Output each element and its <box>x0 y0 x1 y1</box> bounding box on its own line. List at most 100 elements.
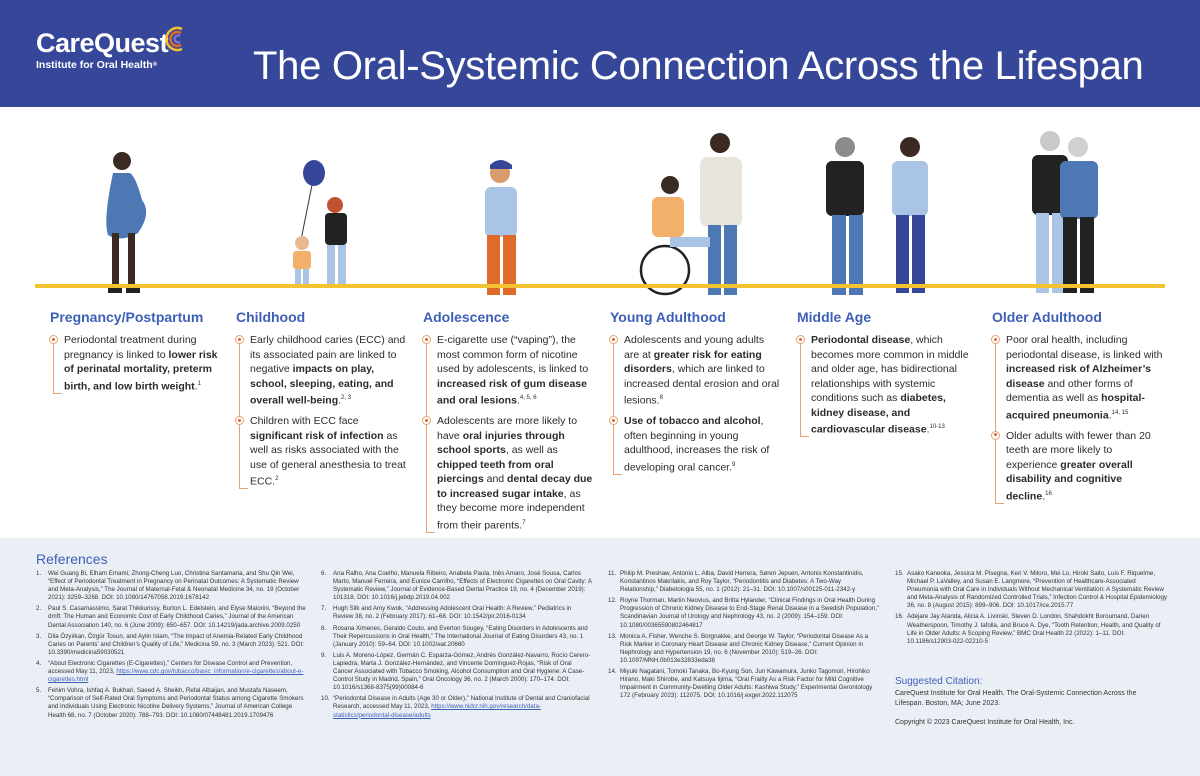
reference-item: 14.Miyuki Nagatani, Tomoki Tanaka, Bo-Ky… <box>608 668 880 700</box>
reference-text: Dila Özyılkan, Özgür Tosun, and Aylin Is… <box>48 632 304 656</box>
lifespan-illustration <box>106 131 1098 296</box>
reference-item: 7. Hugh Silk and Amy Kwok, “Addressing Ad… <box>321 605 593 621</box>
bold-text: greater overall disability and cognitive… <box>1006 458 1133 503</box>
reference-number: 7. <box>321 605 327 613</box>
stage-bullet: Use of tobacco and alcohol, often beginn… <box>609 414 782 475</box>
lifespan-timeline <box>35 284 1165 288</box>
bullet-text: Early childhood caries (ECC) and its ass… <box>250 334 406 375</box>
stage-bullet: Adolescents and young adults are at grea… <box>609 333 782 408</box>
bullet-dot-icon <box>991 430 1000 440</box>
reference-text: Paul S. Casamassimo, Sarat Thikkurissy, … <box>48 605 306 629</box>
stage-bullet: Periodontal disease, which becomes more … <box>796 333 969 437</box>
references-column: 15.Asako Kaneoka, Jessica M. Pisegna, Ke… <box>895 570 1167 649</box>
references-section: References 1.Wei Guang Bi, Elham Emami, … <box>0 538 1200 776</box>
reference-item: 1.Wei Guang Bi, Elham Emami, Zhong-Cheng… <box>36 570 308 602</box>
reference-link[interactable]: https://www.nidcr.nih.gov/research/data-… <box>333 703 541 719</box>
bold-text: impacts on play, school, sleeping, eatin… <box>250 363 394 407</box>
header-banner: CareQuest Institute for Oral Health® The… <box>0 0 1200 107</box>
reference-text: “About Electronic Cigarettes (E-Cigarett… <box>48 659 293 676</box>
reference-item: 3.Dila Özyılkan, Özgür Tosun, and Aylin … <box>36 633 308 657</box>
stage-bullet: Periodontal treatment during pregnancy i… <box>49 333 222 394</box>
reference-number: 4. <box>36 659 42 667</box>
reference-item: 12.Royne Thorman, Martin Neovius, and Br… <box>608 597 880 629</box>
bold-text: dental decay due to increased sugar inta… <box>437 473 593 500</box>
stage-bullet: Older adults with fewer than 20 teeth ar… <box>991 429 1164 504</box>
stage-title: Young Adulthood <box>610 309 726 325</box>
stage-bullets: Early childhood caries (ECC) and its ass… <box>235 333 408 489</box>
reference-item: 13.Monica A. Fisher, Wenche S. Borgnakke… <box>608 633 880 665</box>
reference-text: Royne Thorman, Martin Neovius, and Britt… <box>620 597 879 629</box>
bullet-text: . <box>338 394 342 407</box>
young-adults-wheelchair-figure <box>639 133 742 296</box>
stage-older-adulthood: Older Adulthood Poor oral health, includ… <box>991 308 1164 510</box>
reference-item: 15.Asako Kaneoka, Jessica M. Pisegna, Ke… <box>895 570 1167 610</box>
reference-number: 13. <box>608 632 617 640</box>
reference-number: 2. <box>36 605 42 613</box>
reference-item: 16.Adejare Jay Atanda, Alicia A. Livinsk… <box>895 613 1167 645</box>
bullet-dot-icon <box>796 335 805 344</box>
footnote-ref: 4, 5, 6 <box>519 395 537 401</box>
footnote-ref: 8 <box>659 395 663 401</box>
reference-text: Asako Kaneoka, Jessica M. Pisegna, Keri … <box>907 570 1167 610</box>
reference-number: 6. <box>321 570 327 577</box>
reference-number: 12. <box>608 597 617 605</box>
reference-number: 10. <box>321 695 330 703</box>
footnote-ref: 1 <box>197 380 201 387</box>
bullet-text: Periodontal treatment during pregnancy i… <box>64 334 197 361</box>
stage-bullets: Adolescents and young adults are at grea… <box>609 333 782 475</box>
footnote-ref: 9 <box>732 461 736 468</box>
reference-number: 5. <box>36 687 42 695</box>
bullet-text: . <box>516 394 520 407</box>
stage-childhood: Childhood Early childhood caries (ECC) a… <box>235 308 408 495</box>
references-column: 1.Wei Guang Bi, Elham Emami, Zhong-Cheng… <box>36 570 308 723</box>
stage-bullets: E-cigarette use (“vaping”), the most com… <box>422 333 595 533</box>
stage-title: Pregnancy/Postpartum <box>50 309 204 325</box>
reference-item: 4. “About Electronic Cigarettes (E-Cigare… <box>36 660 308 684</box>
adolescent-figure <box>485 160 517 295</box>
stage-bullet: Poor oral health, including periodontal … <box>991 333 1164 423</box>
reference-text: Hugh Silk and Amy Kwok, “Addressing Adol… <box>333 605 572 621</box>
bullet-text: as well as risks associated with the use… <box>250 429 406 488</box>
stage-pregnancy: Pregnancy/Postpartum Periodontal treatme… <box>49 308 222 400</box>
reference-item: 6.Ana Ralho, Ana Coelho, Manuela Ribeiro… <box>321 570 593 602</box>
reference-text: Adejare Jay Atanda, Alicia A. Livinski, … <box>907 613 1161 645</box>
bullet-text: , as well as <box>505 444 558 456</box>
bullet-text: , often beginning in young adulthood, in… <box>624 415 770 473</box>
reference-text: Philip M. Preshaw, Antonio L. Alba, Davi… <box>620 570 864 594</box>
stage-bullet: Adolescents are more likely to have oral… <box>422 414 595 533</box>
logo-arcs-icon <box>165 26 183 52</box>
reference-item: 8.Rosana Ximenes, Geraldo Couto, and Eve… <box>321 625 593 649</box>
bullet-text: Children with ECC face <box>250 415 359 427</box>
footnote-ref: 14, 15 <box>1111 409 1129 416</box>
stage-bullets: Poor oral health, including periodontal … <box>991 333 1164 504</box>
bullet-dot-icon <box>422 416 431 425</box>
bullet-text: , as they become more independent from t… <box>437 487 585 532</box>
bullet-dot-icon <box>422 335 431 344</box>
bullet-dot-icon <box>991 335 1000 344</box>
reference-item: 11.Philip M. Preshaw, Antonio L. Alba, D… <box>608 570 880 594</box>
citation-title: Suggested Citation: <box>895 676 983 687</box>
bold-text: greater risk for eating disorders <box>624 348 762 376</box>
logo-subtitle: Institute for Oral Health® <box>36 59 158 71</box>
reference-link[interactable]: https://www.cdc.gov/tobacco/basic_inform… <box>48 668 304 684</box>
bold-text: chipped teeth from oral piercings <box>437 458 554 486</box>
footnote-ref: 16 <box>1045 490 1052 497</box>
children-with-balloon-figure <box>293 160 347 285</box>
bold-text: Periodontal disease <box>811 334 911 346</box>
logo-name: CareQuest <box>36 28 169 58</box>
bullet-text: , which are linked to increased dental e… <box>624 363 780 407</box>
bullet-text: . <box>1042 490 1046 502</box>
footnote-ref: 10-13 <box>929 424 945 430</box>
bullet-text: and other forms of dementia as well as <box>1006 377 1133 405</box>
reference-text: Miyuki Nagatani, Tomoki Tanaka, Bo-Kyung… <box>620 668 873 700</box>
footnote-ref: 7 <box>522 519 526 526</box>
reference-number: 11. <box>608 570 617 577</box>
stage-bullets: Periodontal treatment during pregnancy i… <box>49 333 222 394</box>
stage-young-adulthood: Young Adulthood Adolescents and young ad… <box>609 308 782 481</box>
bullet-text: Older adults with fewer than 20 teeth ar… <box>1006 429 1151 471</box>
stage-title: Childhood <box>236 309 306 325</box>
references-column: 6.Ana Ralho, Ana Coelho, Manuela Ribeiro… <box>321 570 593 723</box>
stage-bullet: Children with ECC face significant risk … <box>235 414 408 489</box>
copyright-text: Copyright © 2023 CareQuest Institute for… <box>895 719 1075 726</box>
reference-number: 1. <box>36 570 42 577</box>
